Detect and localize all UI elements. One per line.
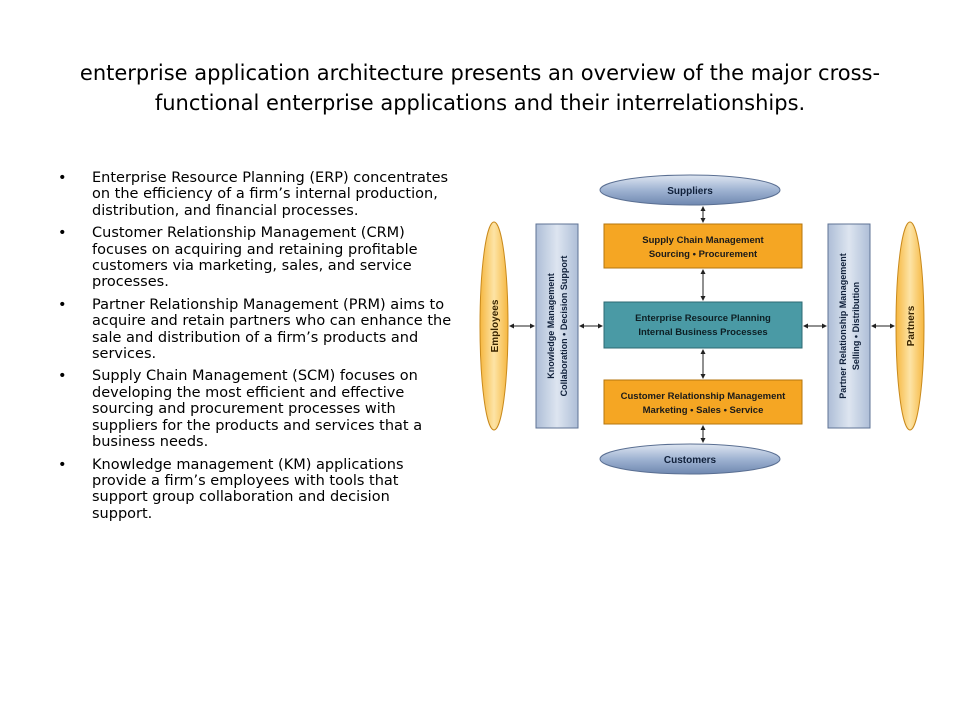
km-panel: Knowledge Management Collaboration • Dec…: [535, 223, 579, 429]
bullet-icon: •: [58, 170, 67, 186]
employees-label: Employees: [490, 299, 501, 352]
scm-line2: Sourcing • Procurement: [649, 249, 758, 260]
crm-line1: Customer Relationship Management: [621, 391, 787, 402]
bullet-text: Supply Chain Management (SCM) focuses on…: [92, 368, 423, 451]
bullet-item-scm: • Supply Chain Management (SCM) focuses o…: [58, 368, 453, 450]
km-line1: Knowledge Management: [546, 273, 556, 379]
bullet-text: Knowledge management (KM) applications p…: [92, 456, 404, 522]
slide-title: enterprise application architecture pres…: [79, 61, 881, 115]
customers-label: Customers: [664, 455, 717, 466]
suppliers-label: Suppliers: [667, 186, 713, 197]
bullet-icon: •: [58, 296, 67, 313]
prm-line1: Partner Relationship Management: [838, 253, 848, 399]
erp-line1: Enterprise Resource Planning: [635, 313, 771, 324]
crm-line2: Marketing • Sales • Service: [643, 405, 764, 416]
employees-node: Employees: [479, 221, 509, 431]
erp-box: Enterprise Resource Planning Internal Bu…: [603, 301, 803, 349]
bullet-list: • Enterprise Resource Planning (ERP) conc…: [58, 170, 453, 528]
enterprise-architecture-diagram: Suppliers Customers Employees Partners K…: [479, 174, 925, 475]
connector-arrows: [509, 206, 895, 443]
prm-line2: Selling • Distribution: [851, 282, 861, 370]
prm-panel: Partner Relationship Management Selling …: [827, 223, 871, 429]
scm-line1: Supply Chain Management: [642, 235, 764, 246]
suppliers-node: Suppliers: [599, 174, 781, 206]
scm-box: Supply Chain Management Sourcing • Procu…: [603, 223, 803, 269]
bullet-icon: •: [58, 368, 67, 385]
bullet-text: Partner Relationship Management (PRM) ai…: [92, 296, 452, 363]
bullet-text: Enterprise Resource Planning (ERP) conce…: [92, 170, 449, 219]
bullet-item-erp: • Enterprise Resource Planning (ERP) conc…: [58, 170, 453, 219]
bullet-item-km: • Knowledge management (KM) applications …: [58, 457, 453, 523]
erp-line2: Internal Business Processes: [638, 327, 767, 338]
bullet-item-prm: • Partner Relationship Management (PRM) a…: [58, 297, 453, 363]
customers-node: Customers: [599, 443, 781, 475]
bullet-icon: •: [58, 225, 67, 242]
bullet-icon: •: [58, 456, 67, 473]
km-line2: Collaboration • Decision Support: [559, 256, 569, 397]
crm-box: Customer Relationship Management Marketi…: [603, 379, 803, 425]
bullet-text: Customer Relationship Management (CRM) f…: [92, 225, 418, 291]
partners-label: Partners: [906, 305, 917, 346]
bullet-item-crm: • Customer Relationship Management (CRM) …: [58, 225, 453, 291]
partners-node: Partners: [895, 221, 925, 431]
